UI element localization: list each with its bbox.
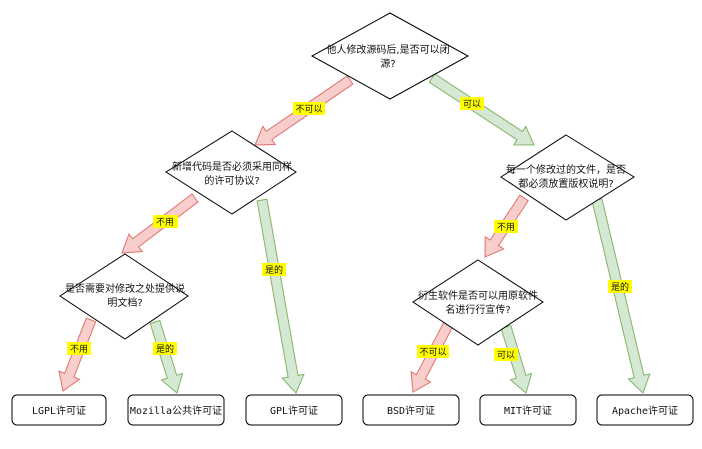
edge-label-copyright-no: 不用 (494, 220, 518, 233)
svg-text:可以: 可以 (463, 99, 481, 110)
decision-doc-changes-line1: 是否需要对修改之处提供说 (65, 282, 185, 295)
decision-derived-name-line1: 衍生软件是否可以用原软件 (418, 289, 538, 302)
license-lgpl: LGPL许可证 (11, 394, 107, 426)
arrow-same-license-yes (256, 198, 305, 394)
decision-doc-changes-line2: 明文档? (107, 296, 142, 309)
svg-text:是的: 是的 (156, 343, 174, 355)
decision-doc-changes: 是否需要对修改之处提供说 明文档? (59, 253, 189, 340)
edge-label-doc-yes: 是的 (153, 342, 177, 355)
edge-label-same-no: 不用 (153, 215, 178, 228)
svg-text:是的: 是的 (265, 264, 283, 276)
license-gpl: GPL许可证 (245, 394, 343, 426)
arrow-doc-changes-yes (149, 319, 184, 394)
svg-text:不可以: 不可以 (295, 104, 322, 115)
edge-label-derived-yes: 可以 (494, 348, 518, 361)
decision-derived-name: 衍生软件是否可以用原软件 名进行行宣传? (412, 259, 544, 346)
license-lgpl-label: LGPL许可证 (32, 405, 86, 417)
arrow-copyright-yes (591, 198, 651, 394)
edge-label-same-yes: 是的 (262, 263, 286, 276)
license-mit: MIT许可证 (479, 394, 577, 426)
decision-copyright-note-line1: 每一个修改过的文件，是否 (506, 163, 626, 176)
decision-same-license-line2: 的许可协议? (204, 174, 259, 187)
decision-root-line2: 源? (380, 57, 395, 70)
svg-text:不用: 不用 (70, 344, 88, 355)
svg-text:是的: 是的 (611, 281, 629, 293)
license-apache-label: Apache许可证 (612, 405, 678, 417)
decision-same-license: 新增代码是否必须采用同样 的许可协议? (165, 130, 297, 215)
decision-same-license-line1: 新增代码是否必须采用同样 (172, 160, 292, 173)
license-mozilla-label: Mozilla公共许可证 (130, 405, 222, 417)
svg-text:不用: 不用 (497, 222, 515, 233)
edge-label-derived-no: 不可以 (417, 345, 449, 358)
decision-derived-name-line2: 名进行行宣传? (445, 303, 510, 316)
decision-root: 他人修改源码后,是否可以闭 源? (310, 12, 470, 100)
edge-label-copyright-yes: 是的 (608, 280, 632, 293)
license-gpl-label: GPL许可证 (270, 405, 318, 417)
svg-text:不用: 不用 (156, 217, 174, 228)
license-mozilla: Mozilla公共许可证 (127, 394, 225, 426)
decision-copyright-note-line2: 都必须放置版权说明? (518, 177, 613, 190)
license-bsd-label: BSD许可证 (387, 405, 435, 417)
license-bsd: BSD许可证 (362, 394, 460, 426)
decision-copyright-note: 每一个修改过的文件，是否 都必须放置版权说明? (500, 134, 635, 221)
decision-root-line1: 他人修改源码后,是否可以闭 (326, 43, 449, 56)
svg-text:可以: 可以 (497, 350, 515, 361)
edge-label-root-no: 不可以 (293, 102, 325, 115)
license-apache: Apache许可证 (596, 394, 694, 426)
license-mit-label: MIT许可证 (504, 405, 552, 417)
svg-text:不可以: 不可以 (419, 347, 446, 358)
arrows-layer (58, 73, 651, 394)
edge-label-root-yes: 可以 (460, 97, 484, 110)
edge-label-doc-no: 不用 (67, 342, 91, 355)
